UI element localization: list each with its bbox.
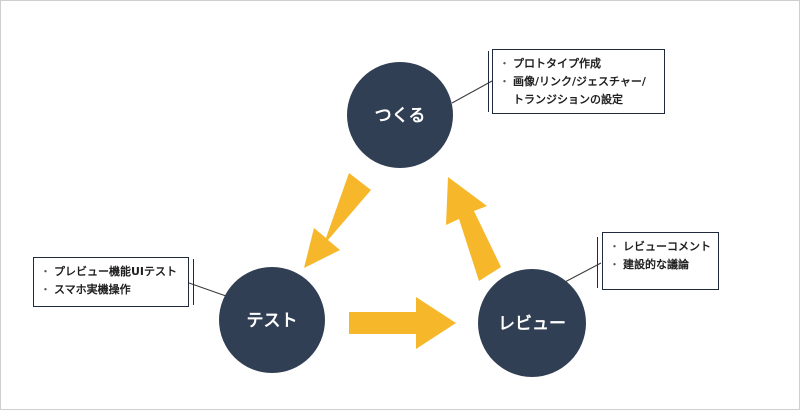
connector-review (562, 262, 602, 284)
callout-make-item-text: トランジションの設定 (513, 93, 623, 106)
callout-test-list: ・プレビュー機能UIテスト ・スマホ実機操作 (34, 258, 188, 304)
connector-test (188, 282, 227, 297)
callout-review-list: ・レビューコメント ・建設的な議論 (603, 233, 718, 279)
callout-review: ・レビューコメント ・建設的な議論 (602, 232, 719, 290)
bullet: ・ (609, 240, 620, 253)
bullet: ・ (40, 283, 51, 296)
callout-review-item: ・レビューコメント (609, 238, 711, 256)
arrow-test-to-review (349, 297, 456, 349)
callout-make: ・プロトタイプ作成 ・画像/リンク/ジェスチャー/ ・トランジションの設定 (492, 49, 665, 114)
callout-test-item-text: スマホ実機操作 (54, 283, 131, 296)
callout-test-bar (193, 259, 194, 305)
node-make-label: つくる (375, 106, 426, 126)
bullet: ・ (499, 75, 510, 88)
callout-review-item: ・建設的な議論 (609, 256, 710, 274)
callout-test-item-text: プレビュー機能UIテスト (54, 265, 178, 278)
node-review: レビュー (478, 269, 586, 377)
callout-review-item-text: 建設的な議論 (623, 258, 689, 271)
arrow-make-to-test (304, 173, 371, 268)
connector-make (451, 80, 493, 104)
callout-make-bar (488, 51, 489, 112)
callout-test-item: ・スマホ実機操作 (40, 281, 180, 299)
callout-test: ・プレビュー機能UIテスト ・スマホ実機操作 (33, 257, 189, 307)
callout-make-item-text: 画像/リンク/ジェスチャー/ (513, 75, 646, 88)
arrow-review-to-make (446, 177, 501, 281)
callout-review-bar (597, 237, 598, 288)
callout-make-item-text: プロトタイプ作成 (513, 57, 601, 70)
bullet: ・ (499, 57, 510, 70)
callout-test-item: ・プレビュー機能UIテスト (40, 263, 180, 281)
callout-make-list: ・プロトタイプ作成 ・画像/リンク/ジェスチャー/ ・トランジションの設定 (493, 50, 664, 114)
callout-make-item: ・画像/リンク/ジェスチャー/ (499, 73, 656, 91)
callout-make-item: ・プロトタイプ作成 (499, 55, 656, 73)
callout-make-item: ・トランジションの設定 (499, 91, 656, 109)
bullet: ・ (609, 258, 620, 271)
node-test: テスト (219, 267, 325, 373)
callout-review-item-text: レビューコメント (623, 240, 711, 253)
node-review-label: レビュー (498, 314, 566, 334)
node-make: つくる (347, 62, 453, 168)
node-test-label: テスト (247, 311, 298, 331)
bullet: ・ (40, 265, 51, 278)
